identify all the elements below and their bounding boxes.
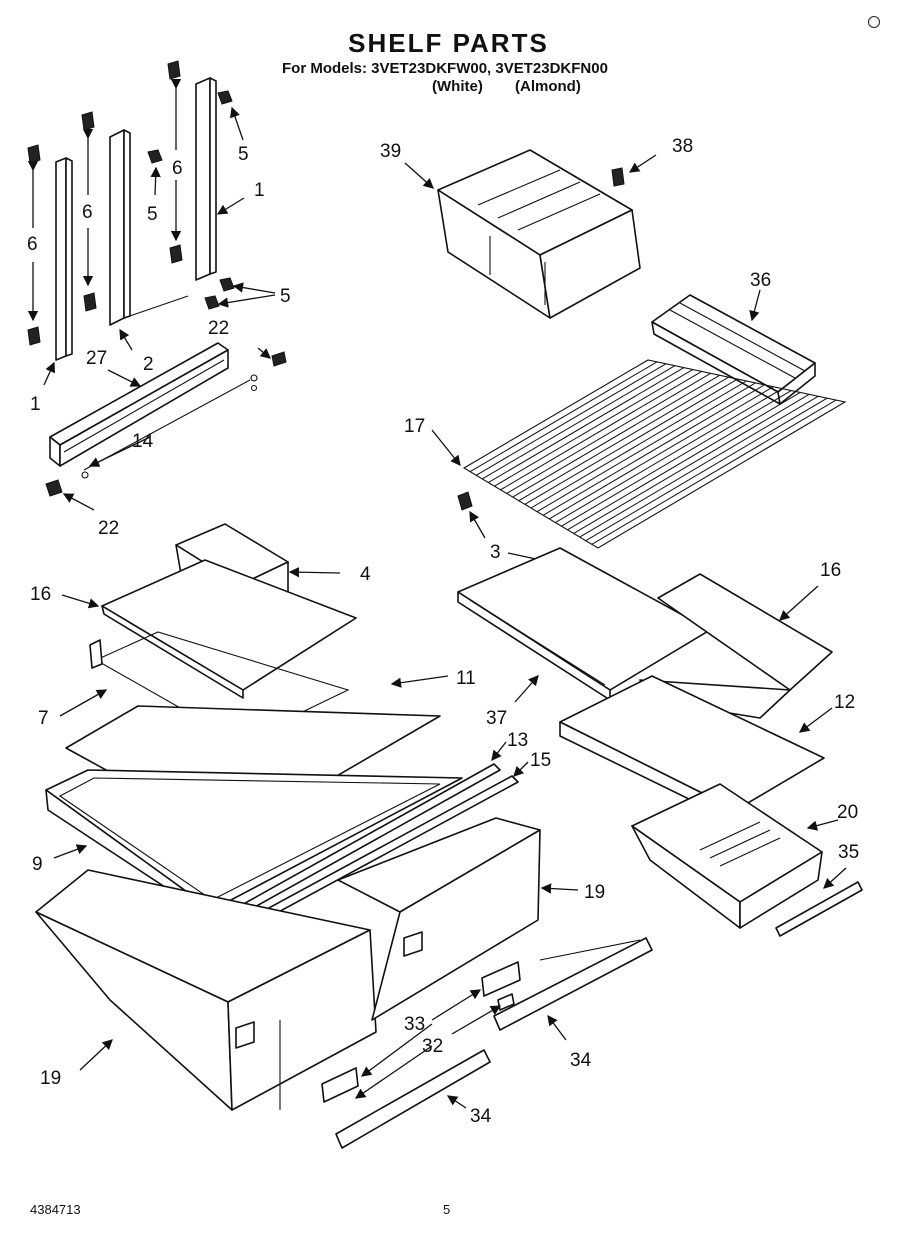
- wire-bar: [506, 372, 711, 494]
- trim-part-34-left: [335, 1049, 491, 1149]
- crisper-pan-part-19-left: [35, 869, 377, 1111]
- corner-mark-icon: [868, 16, 880, 28]
- callout-22-bottom: 22: [98, 518, 119, 539]
- callout-15: 15: [530, 750, 551, 771]
- callout-5-bottom: 5: [280, 286, 291, 307]
- callout-1-right: 1: [254, 180, 265, 201]
- wire-bar: [482, 365, 676, 480]
- callout-34-right: 34: [570, 1050, 592, 1071]
- clip-14-upper-icon: [250, 374, 258, 382]
- clip-14-lower-icon: [81, 471, 89, 479]
- callout-37: 37: [486, 708, 507, 729]
- callout-4: 4: [360, 564, 371, 585]
- wire-bar: [488, 367, 685, 483]
- callout-20: 20: [837, 802, 858, 823]
- wire-bar: [555, 388, 783, 523]
- callout-13: 13: [507, 730, 528, 751]
- front-rail-part-27: [49, 342, 229, 467]
- callout-35: 35: [838, 842, 859, 863]
- callout-6-left: 6: [27, 234, 38, 255]
- callout-36: 36: [750, 270, 771, 291]
- crisper-pan-part-19-right: [337, 817, 541, 1021]
- shelf-ladder-middle: [81, 111, 163, 326]
- callout-9: 9: [32, 854, 43, 875]
- screw-22-upper-icon: [271, 351, 287, 367]
- wire-bar: [512, 374, 720, 498]
- wire-bar: [591, 399, 837, 545]
- callout-33: 33: [404, 1014, 425, 1035]
- callout-32: 32: [422, 1036, 443, 1057]
- callout-39: 39: [380, 141, 401, 162]
- callout-12: 12: [834, 692, 855, 713]
- page-number: 5: [443, 1202, 451, 1217]
- screw-22-lower-icon: [45, 479, 63, 497]
- callout-7: 7: [38, 708, 49, 729]
- models-line: For Models: 3VET23DKFW00, 3VET23DKFN00: [282, 60, 608, 77]
- callout-19-left: 19: [40, 1068, 61, 1089]
- shelf-ladder-left: [27, 144, 73, 361]
- variant-almond: (Almond): [515, 78, 581, 95]
- callout-11: 11: [456, 668, 476, 689]
- clip-3-upper-icon: [457, 491, 473, 511]
- wire-bar: [475, 363, 667, 476]
- wire-bar: [469, 361, 658, 473]
- callout-16-left: 16: [30, 584, 51, 605]
- pad-part-33-right: [481, 961, 521, 997]
- wire-shelf-part-17: [462, 359, 847, 549]
- wire-bar: [524, 378, 738, 505]
- document-number: 4384713: [30, 1202, 81, 1217]
- wire-bar: [530, 380, 747, 509]
- glass-shelf-part-37: [457, 547, 711, 701]
- callout-1-left: 1: [30, 394, 41, 415]
- wire-bar: [549, 386, 774, 520]
- crisper-frame-part-9: [45, 769, 463, 919]
- trim-part-35: [775, 881, 863, 937]
- callout-27: 27: [86, 348, 107, 369]
- callout-38: 38: [672, 136, 693, 157]
- wire-bar: [567, 392, 801, 531]
- callout-2: 2: [143, 354, 154, 375]
- pad-part-33-left: [321, 1067, 359, 1103]
- callout-22-top: 22: [208, 318, 229, 339]
- wire-bar: [542, 384, 765, 516]
- wire-bar: [585, 397, 828, 542]
- callout-14: 14: [132, 431, 154, 452]
- callout-34-left: 34: [470, 1106, 492, 1127]
- shelf-ladder-right: [167, 60, 235, 310]
- page-title: SHELF PARTS: [348, 28, 549, 58]
- crisper-drawer-part-20: [631, 783, 823, 929]
- callout-17: 17: [404, 416, 425, 437]
- wire-bar: [494, 369, 694, 487]
- callout-16-right: 16: [820, 560, 841, 581]
- wire-bar: [579, 395, 819, 538]
- callout-6-middle: 6: [82, 202, 93, 223]
- meat-pan-cover-part-39: [437, 149, 641, 319]
- screw-38-icon: [611, 167, 625, 187]
- wire-bar: [573, 393, 810, 534]
- wire-bar: [518, 376, 729, 502]
- wire-bar: [536, 382, 756, 513]
- wire-bar: [561, 390, 792, 527]
- callout-19-right: 19: [584, 882, 605, 903]
- wire-bar: [500, 371, 702, 491]
- callout-5-middle: 5: [147, 204, 158, 225]
- callout-6-right: 6: [172, 158, 183, 179]
- trim-part-34-right: [493, 937, 653, 1031]
- ice-tray-part-36: [651, 294, 816, 405]
- callout-3: 3: [490, 542, 501, 563]
- callout-5-top: 5: [238, 144, 249, 165]
- variant-white: (White): [432, 78, 483, 95]
- glass-shelf-part-16-left: [101, 559, 357, 699]
